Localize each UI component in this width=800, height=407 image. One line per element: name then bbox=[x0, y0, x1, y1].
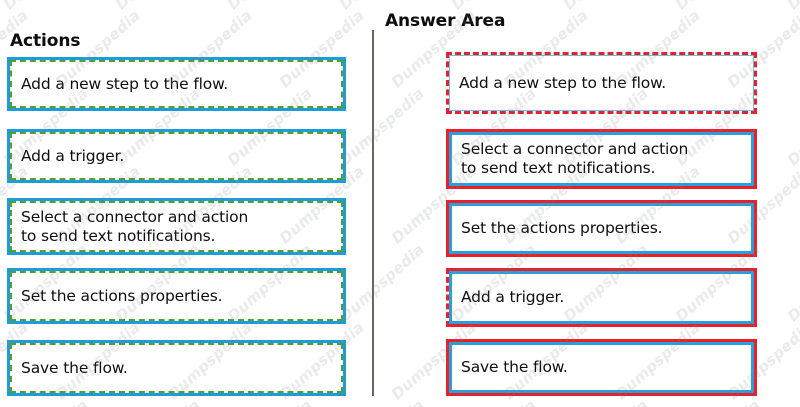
action-item-save-flow[interactable]: Save the flow. bbox=[7, 340, 346, 396]
action-item-add-new-step[interactable]: Add a new step to the flow. bbox=[7, 57, 346, 111]
action-item-inner-border: Add a trigger. bbox=[10, 132, 343, 180]
answer-slot-label: Set the actions properties. bbox=[461, 219, 663, 238]
action-item-label: Select a connector and action to send te… bbox=[21, 207, 249, 245]
answer-slot-5[interactable]: Save the flow. bbox=[446, 339, 757, 396]
answer-slot-1[interactable]: Add a new step to the flow. bbox=[446, 52, 757, 114]
action-item-label: Save the flow. bbox=[21, 358, 128, 377]
action-item-inner-border: Add a new step to the flow. bbox=[10, 60, 343, 108]
answer-slot-inner-border: Set the actions properties. bbox=[449, 203, 754, 254]
action-item-label: Add a trigger. bbox=[21, 146, 125, 165]
answer-area-heading: Answer Area bbox=[385, 11, 506, 31]
column-divider bbox=[372, 30, 374, 396]
answer-slot-2[interactable]: Select a connector and action to send te… bbox=[446, 129, 757, 189]
action-item-add-trigger[interactable]: Add a trigger. bbox=[7, 129, 346, 183]
action-item-label: Set the actions properties. bbox=[21, 286, 223, 305]
answer-slot-label: Add a trigger. bbox=[461, 288, 565, 307]
answer-slot-label: Select a connector and action to send te… bbox=[461, 140, 689, 177]
actions-heading: Actions bbox=[10, 31, 81, 51]
answer-slot-label: Add a new step to the flow. bbox=[459, 73, 667, 92]
action-item-inner-border: Set the actions properties. bbox=[10, 271, 343, 321]
action-item-label: Add a new step to the flow. bbox=[21, 74, 229, 93]
action-item-select-connector[interactable]: Select a connector and action to send te… bbox=[7, 198, 346, 255]
answer-slot-3[interactable]: Set the actions properties. bbox=[446, 200, 757, 257]
answer-slot-inner-border: Add a trigger. bbox=[449, 271, 754, 324]
answer-slot-4[interactable]: Add a trigger. bbox=[446, 268, 757, 327]
action-item-inner-border: Save the flow. bbox=[10, 343, 343, 393]
action-item-inner-border: Select a connector and action to send te… bbox=[10, 201, 343, 252]
answer-slot-inner-border: Save the flow. bbox=[449, 342, 754, 393]
action-item-set-properties[interactable]: Set the actions properties. bbox=[7, 268, 346, 324]
answer-slot-inner-border: Select a connector and action to send te… bbox=[449, 132, 754, 186]
answer-slot-inner-border: Add a new step to the flow. bbox=[449, 55, 754, 111]
answer-slot-label: Save the flow. bbox=[461, 358, 568, 377]
